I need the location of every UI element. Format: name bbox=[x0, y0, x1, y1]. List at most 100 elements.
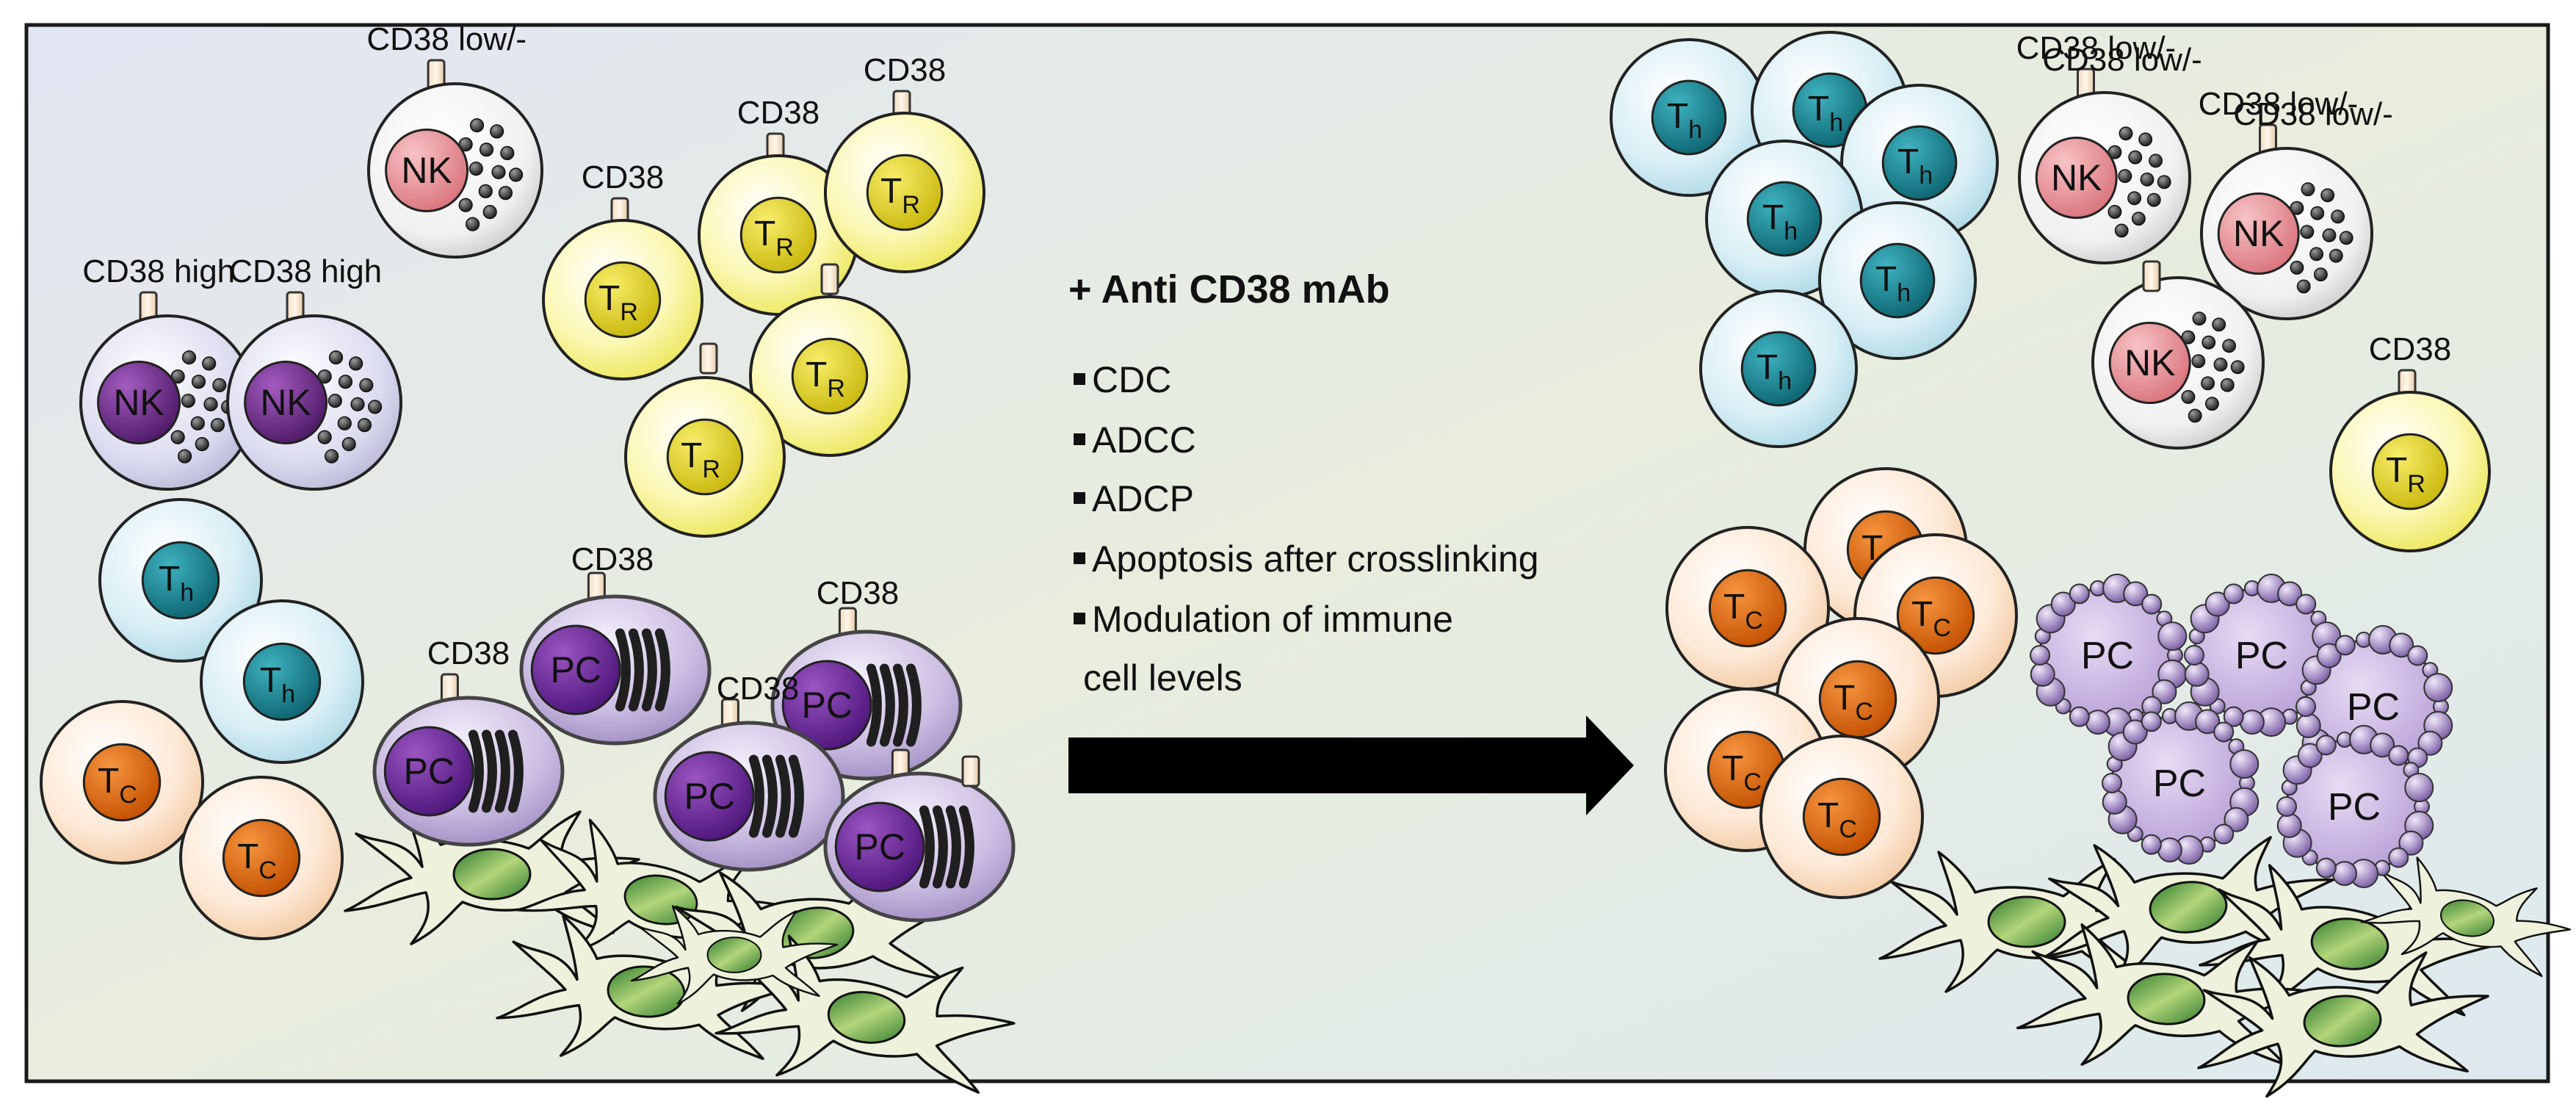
tc-cell: TC bbox=[1759, 735, 1924, 899]
cd38-label: CD38 bbox=[737, 95, 820, 131]
granule bbox=[2339, 231, 2354, 245]
granule bbox=[2310, 206, 2325, 220]
apoptotic-plasma-cell: PC bbox=[2030, 573, 2188, 737]
granule bbox=[181, 394, 195, 408]
cd38-label: CD38 low/- bbox=[2042, 42, 2202, 78]
t-subscript: h bbox=[1778, 367, 1792, 395]
granule bbox=[2118, 169, 2132, 184]
cd38-label: CD38 high bbox=[82, 253, 235, 289]
pc-label: PC bbox=[404, 751, 455, 792]
er-stack bbox=[892, 663, 908, 747]
cd38-label: CD38 bbox=[582, 159, 665, 195]
mechanism-list: CDC ADCC ADCP Apoptosis after crosslinki… bbox=[1074, 359, 1539, 699]
granule bbox=[203, 397, 218, 411]
membrane-bleb bbox=[2069, 583, 2090, 605]
er-stack bbox=[641, 628, 657, 712]
t-subscript: h bbox=[1688, 116, 1702, 144]
granule bbox=[478, 184, 493, 198]
th-cell: Th bbox=[1818, 201, 1977, 360]
treg-cell: TR bbox=[624, 376, 786, 538]
cd38-label: CD38 bbox=[427, 635, 510, 671]
granule bbox=[2119, 126, 2133, 141]
granule bbox=[195, 437, 209, 452]
mechanism-text: CDC bbox=[1092, 359, 1171, 400]
granule bbox=[2114, 223, 2129, 238]
er-stack bbox=[468, 729, 484, 813]
t-subscript: C bbox=[119, 781, 137, 809]
granule bbox=[2331, 209, 2345, 224]
pc-label: PC bbox=[2347, 686, 2400, 729]
granule bbox=[498, 186, 513, 201]
treatment-block: + Anti CD38 mAb CDC ADCC ADCP Apoptosis … bbox=[1068, 267, 1634, 815]
nk-label: NK bbox=[113, 382, 164, 423]
t-nucleus bbox=[1896, 576, 1975, 655]
membrane-bleb bbox=[2157, 837, 2182, 863]
pc-nucleus bbox=[781, 660, 872, 751]
mechanism-item: Modulation of immune bbox=[1074, 599, 1453, 640]
granule bbox=[325, 449, 339, 464]
granule bbox=[2146, 192, 2161, 207]
granule bbox=[2309, 247, 2324, 262]
nk-label: NK bbox=[2124, 342, 2175, 383]
cd38-label: CD38 bbox=[864, 52, 947, 88]
granule bbox=[190, 416, 205, 430]
granule bbox=[491, 165, 506, 179]
t-nucleus bbox=[82, 743, 162, 822]
membrane-bleb bbox=[2213, 721, 2235, 743]
th-cell: Th bbox=[98, 498, 263, 663]
treatment-title: + Anti CD38 mAb bbox=[1068, 267, 1390, 311]
membrane-bleb bbox=[2122, 719, 2148, 745]
nk-nucleus bbox=[385, 129, 469, 212]
er-stack bbox=[919, 805, 935, 889]
nk-nucleus bbox=[2217, 192, 2300, 275]
granule bbox=[2181, 389, 2196, 404]
er-stack bbox=[945, 805, 961, 889]
granule bbox=[468, 162, 483, 176]
membrane-bleb bbox=[2239, 710, 2265, 735]
t-subscript: h bbox=[180, 579, 194, 607]
granule bbox=[2192, 311, 2207, 326]
membrane-bleb bbox=[2398, 830, 2424, 856]
granule bbox=[328, 350, 344, 365]
membrane-bleb bbox=[2370, 732, 2395, 758]
pc-label: PC bbox=[2328, 786, 2381, 829]
granule bbox=[191, 375, 206, 389]
stromal-nucleus bbox=[452, 848, 532, 901]
t-subscript: h bbox=[1919, 162, 1933, 190]
t-subscript: C bbox=[1855, 698, 1873, 726]
plasma-cell: PC bbox=[823, 749, 1016, 923]
t-nucleus bbox=[739, 196, 817, 274]
t-nucleus bbox=[1746, 181, 1823, 257]
stromal-nucleus bbox=[2303, 995, 2382, 1047]
membrane-bleb bbox=[2069, 706, 2090, 727]
pc-label: PC bbox=[684, 776, 735, 817]
apoptotic-plasma-cell: PC bbox=[2184, 573, 2342, 737]
nk-label: NK bbox=[401, 150, 452, 191]
stromal-nucleus bbox=[2149, 881, 2228, 934]
cd38-label: CD38 low/- bbox=[2199, 86, 2359, 122]
t-subscript: C bbox=[258, 856, 277, 884]
granule bbox=[2138, 132, 2153, 147]
granule bbox=[2127, 191, 2142, 206]
t-subscript: R bbox=[702, 455, 720, 483]
stroma-layer bbox=[344, 803, 2572, 1098]
granule bbox=[212, 378, 227, 393]
nk-cell: CD38 low/-NK bbox=[2199, 86, 2373, 320]
t-nucleus bbox=[1740, 331, 1817, 407]
granule bbox=[359, 378, 374, 393]
er-stack bbox=[748, 754, 764, 838]
membrane-bleb bbox=[2141, 594, 2163, 615]
granule bbox=[350, 397, 365, 411]
bullet-square bbox=[1074, 373, 1085, 385]
membrane-bleb bbox=[2423, 673, 2453, 703]
cd38-label: CD38 high bbox=[229, 253, 382, 289]
granule bbox=[2329, 248, 2343, 263]
cd38-label: CD38 bbox=[2369, 331, 2452, 367]
granule bbox=[2140, 172, 2154, 187]
